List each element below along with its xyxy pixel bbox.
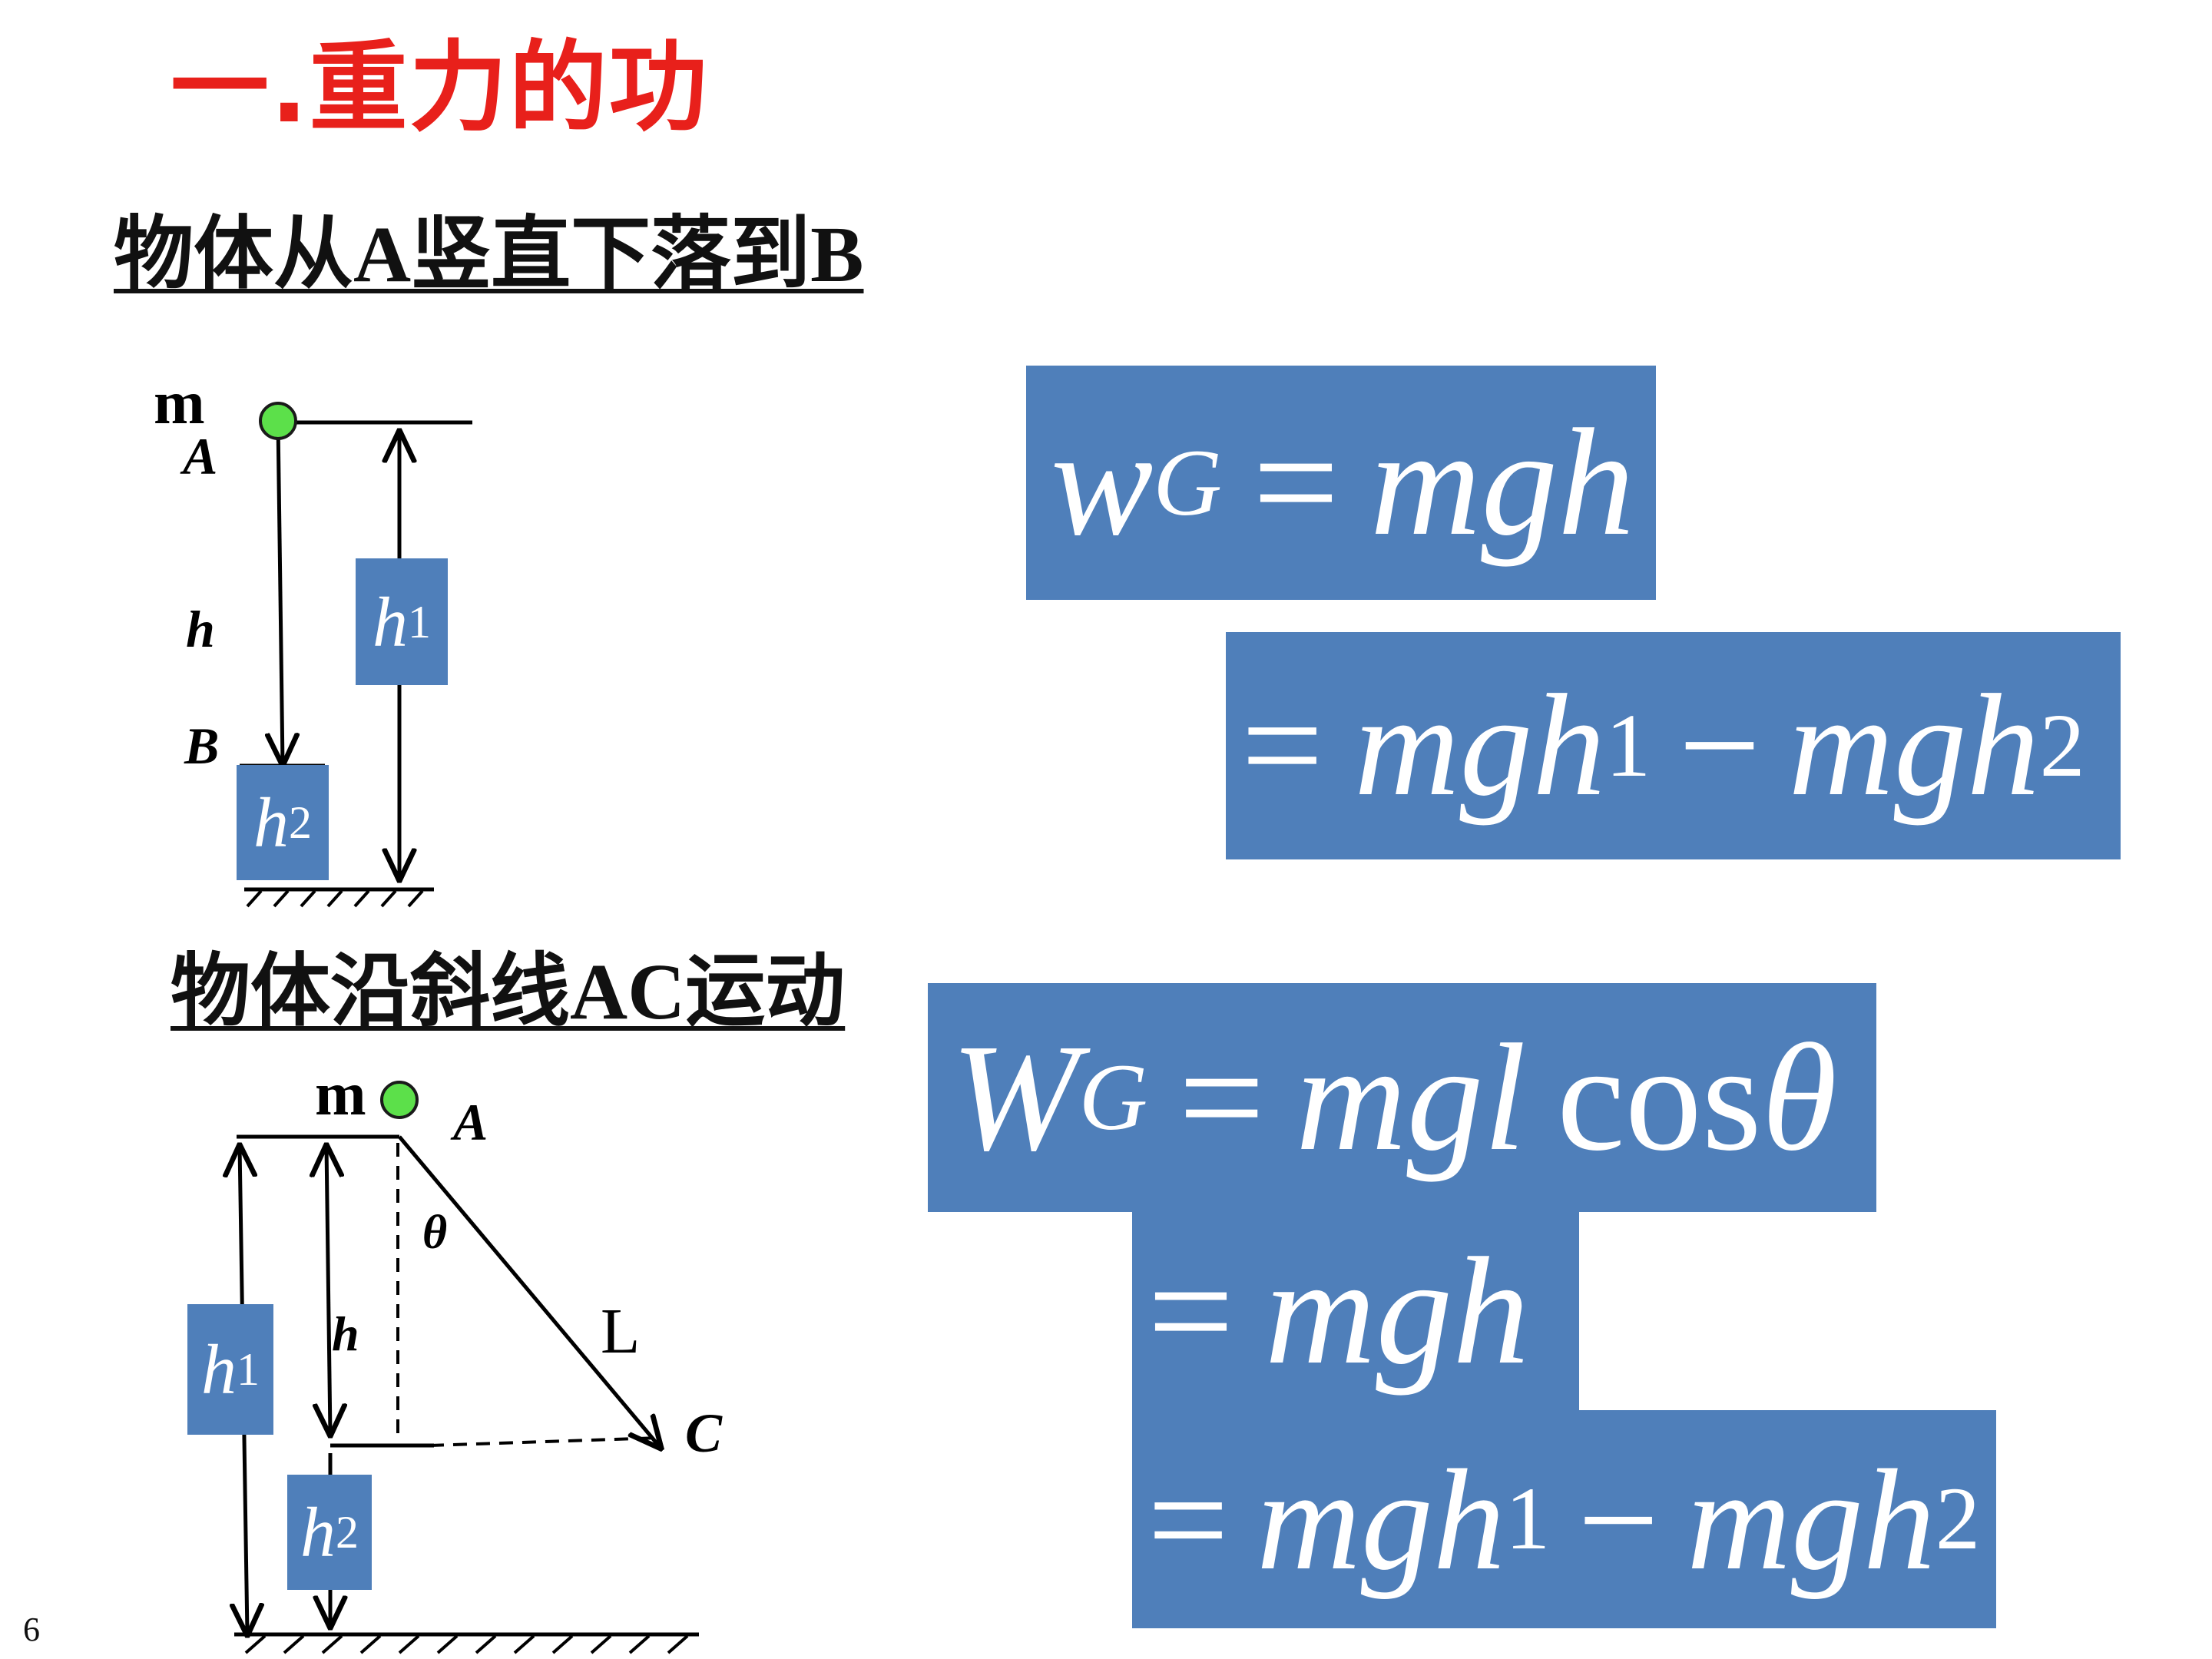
section1-heading: 物体从A竖直下落到B <box>114 210 864 299</box>
section2-heading: 物体沿斜线AC运动 <box>171 948 846 1036</box>
label-height-h-2: h <box>332 1306 359 1361</box>
formula-work-incline-2: = mgh <box>1132 1210 1579 1412</box>
label-mass-1: m <box>154 369 205 437</box>
fall-arrow-a-to-b <box>278 422 283 764</box>
ground-hatch-1 <box>246 889 424 908</box>
label-point-b: B <box>184 717 220 775</box>
label-mass-2: m <box>315 1061 366 1128</box>
ball-mass-2 <box>380 1081 419 1119</box>
page-number: 6 <box>23 1611 40 1648</box>
label-point-a-2: A <box>453 1093 488 1151</box>
h-arrow-diagram2 <box>326 1146 330 1435</box>
label-point-a-1: A <box>183 427 218 485</box>
horizontal-dashed-line <box>429 1436 661 1447</box>
incline-arrow-a-to-c <box>398 1135 661 1448</box>
slide-title: 一.重力的功 <box>171 31 709 145</box>
ground-hatch-2 <box>244 1634 689 1654</box>
label-theta: θ <box>422 1207 448 1259</box>
label-height-h-1: h <box>186 600 215 658</box>
ball-mass-1 <box>259 402 297 440</box>
label-point-c: C <box>685 1402 723 1464</box>
label-length-l: L <box>601 1296 641 1367</box>
